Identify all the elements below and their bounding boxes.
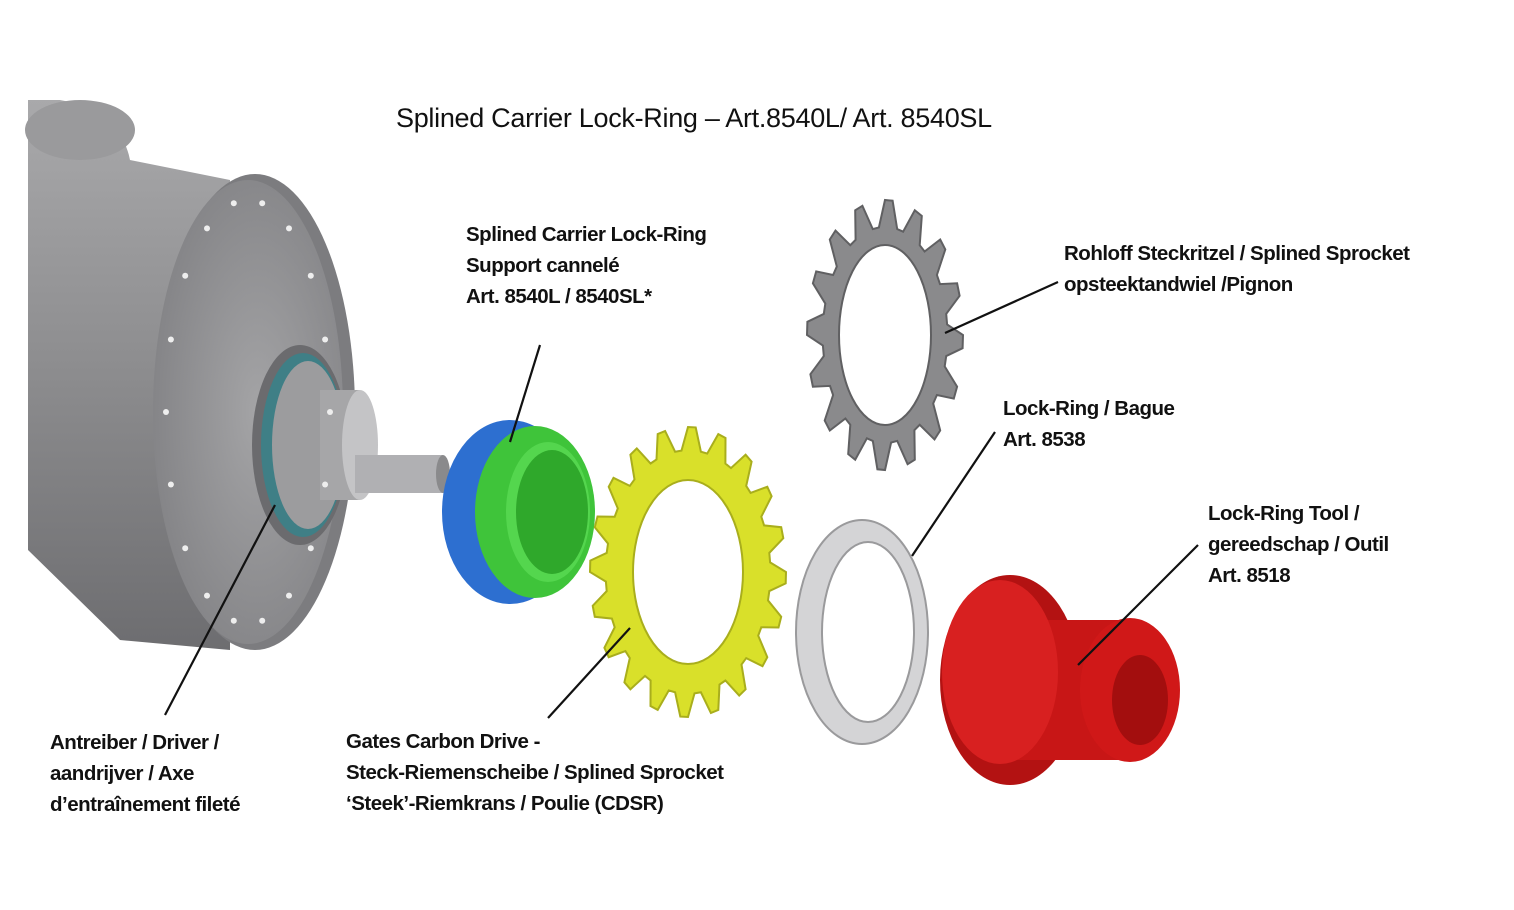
flange-hole — [167, 336, 174, 343]
flange-hole — [204, 225, 210, 232]
lock-ring-tool — [940, 575, 1180, 785]
label-line: opsteektandwiel /Pignon — [1064, 273, 1293, 296]
label-line: Gates Carbon Drive - — [346, 730, 540, 753]
flange-hole — [230, 617, 237, 624]
flange-hole — [286, 225, 292, 232]
leader-lines — [164, 280, 1199, 719]
label-line: Splined Carrier Lock-Ring — [466, 223, 707, 246]
label-line: Rohloff Steckritzel / Splined Sprocket — [1064, 242, 1410, 265]
label-line: Support cannelé — [466, 254, 620, 277]
label-rohloff-sprocket: Rohloff Steckritzel / Splined Sprocket o… — [1064, 238, 1410, 300]
label-lock-ring: Lock-Ring / Bague Art. 8538 — [1003, 393, 1175, 455]
flange-hole — [230, 200, 237, 207]
flange-hole — [307, 272, 314, 279]
splined-carrier-lock-ring — [442, 420, 595, 604]
flange-hole — [259, 617, 266, 624]
rohloff-splined-sprocket — [805, 198, 965, 472]
lock-ring — [795, 519, 929, 745]
flange-hole — [163, 409, 169, 415]
label-lock-ring-tool: Lock-Ring Tool / gereedschap / Outil Art… — [1208, 498, 1389, 591]
diagram-title: Splined Carrier Lock-Ring – Art.8540L/ A… — [396, 103, 992, 133]
flange-hole — [259, 200, 266, 207]
flange-hole — [322, 336, 329, 343]
label-carrier: Splined Carrier Lock-Ring Support cannel… — [466, 219, 707, 312]
flange-hole — [204, 592, 210, 599]
flange-hole — [327, 409, 333, 415]
label-line: Lock-Ring Tool / — [1208, 502, 1360, 525]
flange-hole — [322, 481, 329, 488]
gates-carbon-drive-sprocket — [588, 425, 788, 719]
flange-hole — [167, 481, 174, 488]
label-line: Lock-Ring / Bague — [1003, 397, 1175, 420]
label-line: Steck-Riemenscheibe / Splined Sprocket — [346, 761, 724, 784]
flange-holes — [163, 200, 333, 624]
label-gates-sprocket: Gates Carbon Drive - Steck-Riemenscheibe… — [346, 726, 724, 819]
label-line: Art. 8538 — [1003, 428, 1086, 451]
label-line: ‘Steek’-Riemkrans / Poulie (CDSR) — [346, 792, 664, 815]
label-line: Art. 8540L / 8540SL* — [466, 285, 652, 308]
flange-hole — [307, 545, 314, 552]
flange-hole — [286, 592, 292, 599]
flange-hole — [182, 545, 189, 552]
label-line: Art. 8518 — [1208, 564, 1291, 587]
hub-shell — [25, 100, 450, 650]
label-driver: Antreiber / Driver / aandrijver / Axe d’… — [50, 727, 241, 820]
label-line: d’entraînement fileté — [50, 793, 241, 816]
label-line: gereedschap / Outil — [1208, 533, 1389, 556]
flange-hole — [182, 272, 189, 279]
label-line: Antreiber / Driver / — [50, 731, 219, 754]
label-line: aandrijver / Axe — [50, 762, 194, 785]
